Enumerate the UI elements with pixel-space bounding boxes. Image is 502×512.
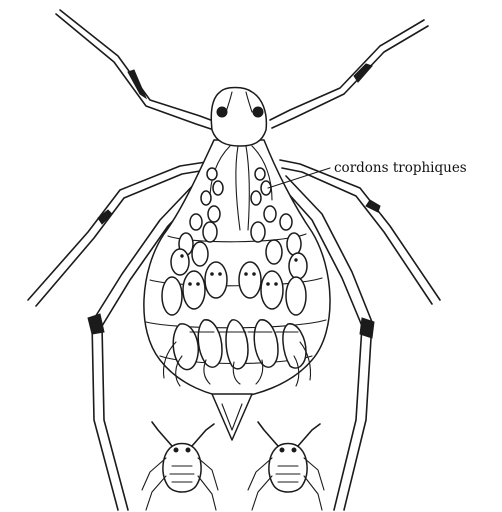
- cauda: [212, 394, 252, 440]
- nymph-left: [142, 422, 218, 510]
- leg-front-right: [270, 20, 428, 128]
- trophic-cords-label: cordons trophiques: [334, 160, 467, 176]
- eye-right: [253, 107, 263, 117]
- leg-front-left: [56, 10, 216, 130]
- nymph-right: [248, 422, 324, 510]
